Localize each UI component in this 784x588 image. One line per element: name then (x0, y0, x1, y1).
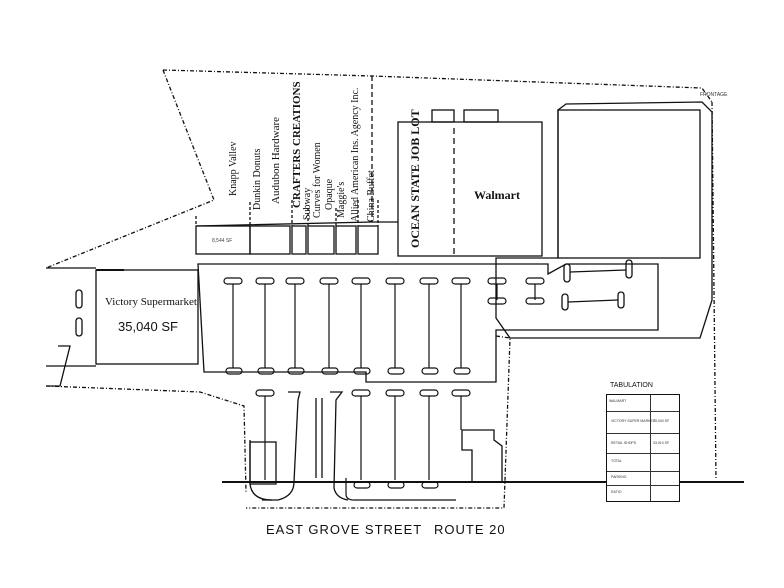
shop-unit-2 (249, 225, 291, 255)
tabulation-row-2: RETAIL SHOPS 33,010 SF (607, 433, 679, 454)
tabulation-row-1: VICTORY SUPER MARKET 35,040 SF (607, 411, 679, 434)
tabulation-value-1: 35,040 SF (653, 419, 670, 423)
shops-rear-line (195, 221, 398, 227)
tabulation-title: TABULATION (610, 382, 653, 389)
tenant-china-buffet: China Buffet (366, 170, 377, 222)
tabulation-label-5: RATIO (611, 490, 622, 494)
walmart-loading-1 (431, 109, 455, 123)
north-parking-bays (223, 277, 545, 375)
property-line-west (45, 69, 215, 269)
tabulation-label-2: RETAIL SHOPS (611, 441, 637, 445)
small-unit-area: 8,544 SF (212, 238, 233, 244)
west-curb (46, 345, 71, 387)
tabulation-divider (650, 395, 651, 501)
tenant-opaque: Opaque (324, 178, 335, 210)
tabulation-row-0: WALMART (607, 395, 679, 412)
tabulation-row-4: PARKING (607, 471, 679, 486)
parking-lot-boundary (197, 263, 659, 383)
ocean-state-name: OCEAN STATE JOB LOT (408, 109, 422, 248)
east-building-pad (557, 109, 701, 259)
property-line-north (162, 69, 713, 103)
property-line-southeast (246, 335, 511, 509)
tenant-dunkin-donuts: Dunkin Donuts (252, 148, 263, 210)
property-line-east (711, 101, 717, 481)
south-parking-bays (255, 389, 471, 501)
route-label: ROUTE 20 (434, 522, 506, 537)
walmart-loading-2 (463, 109, 499, 123)
tabulation-row-3: TOTAL (607, 453, 679, 472)
pad-site-east (461, 429, 503, 483)
tenant-maggies: Maggie's (336, 181, 347, 218)
tenant-allied-american: Allied American Ins. Agency Inc. (350, 87, 361, 222)
tabulation-table: WALMART VICTORY SUPER MARKET 35,040 SF R… (606, 394, 680, 502)
east-parking-islands (561, 259, 633, 311)
property-line-southwest (45, 385, 247, 493)
pad-site-west (249, 441, 277, 485)
shop-unit-4 (307, 225, 335, 255)
tenant-audubon-hardware: Audubon Hardware (270, 116, 282, 204)
victory-area: 35,040 SF (118, 319, 178, 334)
walmart-name: Walmart (474, 188, 520, 202)
street-name: EAST GROVE STREET (266, 522, 423, 537)
south-island-loop (345, 478, 456, 501)
main-entrance-drive (249, 391, 349, 501)
tenant-knapp-valley: Knapp Vallev (228, 141, 239, 196)
west-island-1 (75, 289, 83, 309)
tabulation-value-2: 33,010 SF (653, 441, 670, 445)
north-street-label: FRONTAGE (700, 92, 728, 98)
tabulation-label-0: WALMART (609, 399, 627, 403)
tenant-curves: Curves for Women (312, 142, 323, 218)
shop-unit-6 (357, 225, 379, 255)
shop-unit-3 (291, 225, 307, 255)
shop-front-lines (195, 200, 379, 226)
west-island-2 (75, 317, 83, 337)
victory-name: Victory Supermarket (105, 296, 197, 308)
tabulation-label-1: VICTORY SUPER MARKET (611, 419, 655, 423)
victory-building (95, 269, 199, 365)
tabulation-label-4: PARKING (611, 475, 627, 479)
shop-unit-5 (335, 225, 357, 255)
tabulation-label-3: TOTAL (611, 459, 622, 463)
tabulation-row-5: RATIO (607, 485, 679, 501)
east-building (495, 101, 713, 339)
